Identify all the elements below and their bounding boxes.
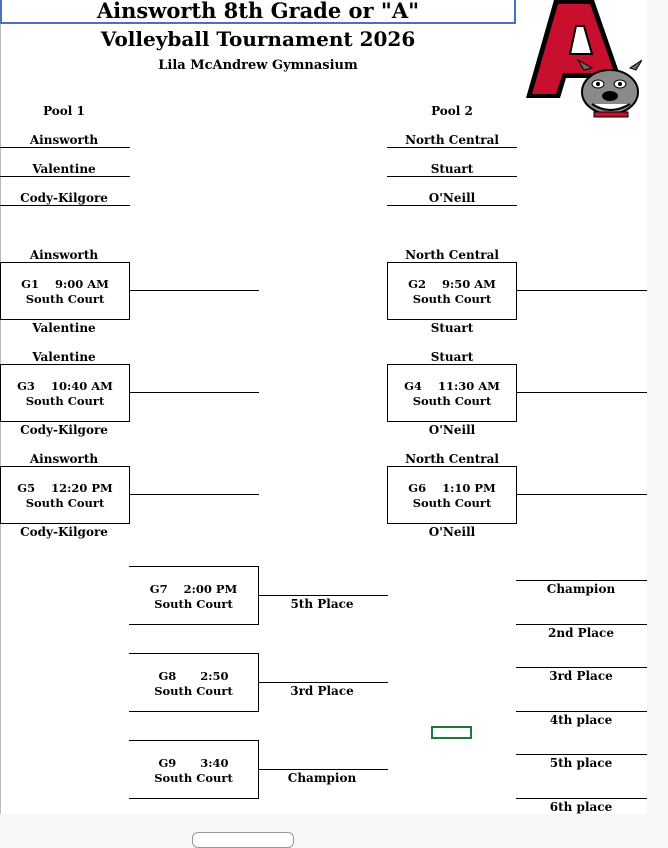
pool-1-label: Pool 1 bbox=[43, 104, 85, 118]
pool-2-line bbox=[387, 147, 517, 148]
standings-line bbox=[516, 754, 647, 755]
g2-top-team: North Central bbox=[405, 248, 499, 262]
standings-line bbox=[516, 580, 647, 581]
g7-result-label: 5th Place bbox=[290, 597, 354, 611]
pool-2-label: Pool 2 bbox=[431, 104, 473, 118]
standings-place: 6th place bbox=[549, 800, 613, 814]
g1-bottom-team: Valentine bbox=[32, 321, 96, 335]
pool-1-line bbox=[0, 205, 130, 206]
pool-2-line bbox=[387, 205, 517, 206]
g2-bottom-team: Stuart bbox=[430, 321, 474, 335]
g5-bottom-team: Cody-Kilgore bbox=[20, 525, 108, 539]
standings-place: Champion bbox=[546, 582, 616, 596]
pool-1-team: Ainsworth bbox=[29, 133, 99, 147]
g4-winner-line bbox=[517, 392, 647, 393]
g1-winner-line bbox=[130, 290, 259, 291]
g9-result-line bbox=[259, 769, 388, 770]
sheet-tab[interactable] bbox=[192, 832, 294, 848]
standings-line bbox=[516, 798, 647, 799]
pool-1-line bbox=[0, 176, 130, 177]
g6-top-team: North Central bbox=[405, 452, 499, 466]
g3-bottom-team: Cody-Kilgore bbox=[20, 423, 108, 437]
pool-2-team: O'Neill bbox=[428, 191, 476, 205]
g4-top-team: Stuart bbox=[430, 350, 474, 364]
g5-winner-line bbox=[130, 494, 259, 495]
g3-winner-line bbox=[130, 392, 259, 393]
g9-result-label: Champion bbox=[287, 771, 357, 785]
venue-label: Lila McAndrew Gymnasium bbox=[158, 58, 358, 73]
standings-place: 4th place bbox=[549, 713, 613, 727]
g8-result-label: 3rd Place bbox=[290, 684, 354, 698]
pool-1-team: Valentine bbox=[32, 162, 96, 176]
g7-result-line bbox=[259, 595, 388, 596]
g1-top-team: Ainsworth bbox=[29, 248, 99, 262]
standings-line bbox=[516, 624, 647, 625]
standings-line bbox=[516, 711, 647, 712]
g6-bottom-team: O'Neill bbox=[428, 525, 476, 539]
title-line-1: Ainsworth 8th Grade or "A" bbox=[96, 0, 420, 23]
bracket-sheet: Ainsworth 8th Grade or "A" Volleyball To… bbox=[0, 0, 647, 814]
g2-winner-line bbox=[517, 290, 647, 291]
g3-top-team: Valentine bbox=[32, 350, 96, 364]
g4-bottom-team: O'Neill bbox=[428, 423, 476, 437]
title-line-2: Volleyball Tournament 2026 bbox=[100, 27, 416, 51]
pool-1-team: Cody-Kilgore bbox=[20, 191, 108, 205]
selected-cell[interactable] bbox=[431, 726, 472, 739]
standings-place: 5th place bbox=[549, 756, 613, 770]
pool-2-line bbox=[387, 176, 517, 177]
standings-place: 3rd Place bbox=[549, 669, 613, 683]
standings-line bbox=[516, 667, 647, 668]
standings-place: 2nd Place bbox=[548, 626, 614, 640]
g6-winner-line bbox=[517, 494, 647, 495]
g5-top-team: Ainsworth bbox=[29, 452, 99, 466]
team-logo bbox=[522, 0, 643, 128]
pool-2-team: North Central bbox=[405, 133, 499, 147]
title-cell[interactable]: Ainsworth 8th Grade or "A" bbox=[0, 0, 516, 24]
bulldog-logo-icon bbox=[526, 0, 643, 118]
pool-1-line bbox=[0, 147, 130, 148]
pool-2-team: Stuart bbox=[430, 162, 474, 176]
g8-result-line bbox=[259, 682, 388, 683]
